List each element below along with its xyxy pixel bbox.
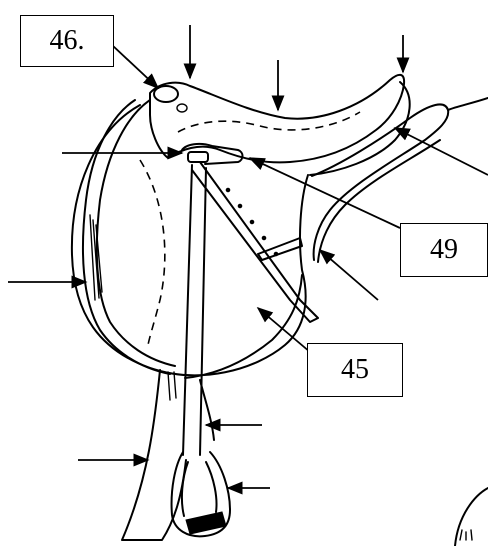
strap-holes bbox=[226, 188, 278, 256]
buckle bbox=[188, 152, 208, 162]
keeper bbox=[258, 238, 302, 260]
label-45-text: 45 bbox=[341, 354, 369, 386]
stirrup-leather bbox=[183, 165, 206, 455]
flap-bottom-right bbox=[200, 380, 214, 440]
label-46-text: 46. bbox=[50, 25, 85, 57]
label-49-text: 49 bbox=[430, 234, 458, 266]
flap-shading bbox=[168, 372, 176, 400]
stirrup-iron-inner bbox=[182, 462, 217, 516]
label-box-49: 49 bbox=[400, 223, 488, 277]
rear-edge-line bbox=[448, 98, 488, 110]
label-box-45: 45 bbox=[307, 343, 403, 397]
knee-roll-dashes bbox=[140, 160, 165, 345]
arrow-panel-rear bbox=[320, 250, 378, 300]
horse-hair bbox=[460, 530, 472, 540]
label-box-46: 46. bbox=[20, 15, 114, 67]
saddle-seat bbox=[150, 75, 404, 163]
arrow-pommel bbox=[112, 45, 158, 88]
pommel-dot bbox=[177, 104, 187, 112]
